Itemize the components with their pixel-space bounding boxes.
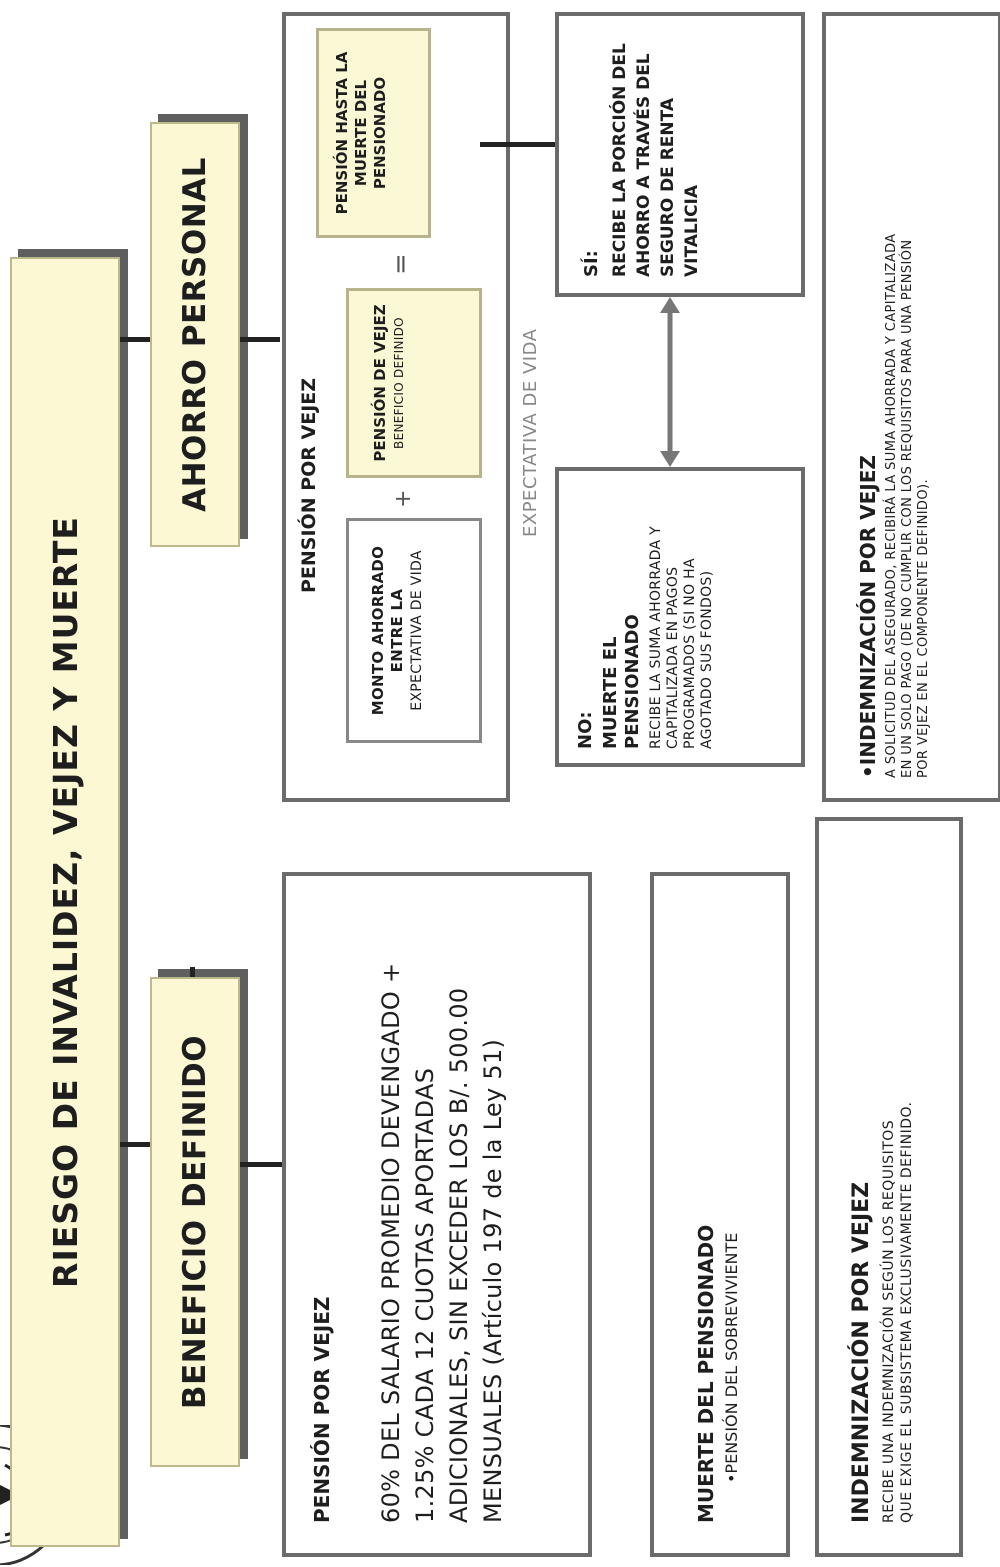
title-banner: RIESGO DE INVALIDEZ, VEJEZ Y MUERTE	[10, 257, 120, 1547]
left-pension-title: PENSIÓN POR VEJEZ	[310, 1296, 334, 1523]
heading-ahorro-personal: AHORRO PERSONAL	[150, 122, 240, 547]
left-pension-body: 60% DEL SALARIO PROMEDIO DEVENGADO + 1.2…	[377, 962, 507, 1523]
pension-de-vejez-sub: BENEFICIO DEFINIDO	[392, 317, 406, 449]
left-muerte-item: •PENSIÓN DEL SOBREVIVIENTE	[722, 1232, 741, 1483]
connector-title-right	[120, 337, 152, 342]
heading-right-text: AHORRO PERSONAL	[177, 157, 213, 512]
plus-sign: +	[391, 489, 416, 508]
heading-beneficio-definido: BENEFICIO DEFINIDO	[150, 977, 240, 1467]
left-muerte-title: MUERTE DEL PENSIONADO	[694, 1224, 718, 1523]
si-label: SÍ:	[581, 250, 602, 277]
no-body: RECIBE LA SUMA AHORRADA Y CAPITALIZADA E…	[648, 526, 715, 749]
pension-hasta-muerte-box: PENSIÓN HASTA LA MUERTE DEL PENSIONADO	[316, 28, 431, 238]
right-indemnizacion-box: •INDEMNIZACIÓN POR VEJEZ A SOLICITUD DEL…	[822, 12, 1000, 802]
monto-ahorrado-box: MONTO AHORRADO ENTRE LA EXPECTATIVA DE V…	[346, 518, 482, 743]
pension-de-vejez-title: PENSIÓN DE VEJEZ	[371, 304, 389, 462]
page-title: RIESGO DE INVALIDEZ, VEJEZ Y MUERTE	[45, 516, 85, 1288]
double-arrow	[660, 297, 680, 467]
expectativa-de-vida-label: EXPECTATIVA DE VIDA	[520, 328, 541, 537]
connector-hasta-si	[480, 142, 555, 147]
connector-right-to-box	[240, 337, 280, 342]
no-title: MUERTE EL PENSIONADO	[600, 614, 643, 749]
right-indemnizacion-body: A SOLICITUD DEL ASEGURADO, RECIBIRÁ LA S…	[884, 233, 931, 778]
no-label: NO:	[575, 711, 596, 749]
pension-de-vejez-box: PENSIÓN DE VEJEZ BENEFICIO DEFINIDO	[346, 288, 482, 478]
connector-left-to-box	[240, 1162, 285, 1167]
heading-left-text: BENEFICIO DEFINIDO	[177, 1034, 213, 1410]
connector-left-heading	[190, 967, 195, 977]
pension-hasta-muerte-text: PENSIÓN HASTA LA MUERTE DEL PENSIONADO	[333, 51, 389, 215]
connector-title-left	[120, 1142, 152, 1147]
equals-sign: =	[386, 253, 416, 275]
right-indemnizacion-title: •INDEMNIZACIÓN POR VEJEZ	[856, 455, 880, 778]
no-box: NO: MUERTE EL PENSIONADO RECIBE LA SUMA …	[555, 467, 805, 767]
right-pension-title: PENSIÓN POR VEJEZ	[298, 377, 320, 593]
si-body: RECIBE LA PORCIÓN DEL AHORRO A TRAVÉS DE…	[610, 43, 702, 277]
left-indemnizacion-box: INDEMNIZACIÓN POR VEJEZ RECIBE UNA INDEM…	[815, 817, 963, 1557]
left-muerte-box: MUERTE DEL PENSIONADO •PENSIÓN DEL SOBRE…	[650, 872, 790, 1557]
monto-sub: EXPECTATIVA DE VIDA	[409, 550, 425, 711]
left-indemnizacion-title: INDEMNIZACIÓN POR VEJEZ	[849, 1181, 874, 1523]
right-pension-vejez-box: PENSIÓN POR VEJEZ MONTO AHORRADO ENTRE L…	[282, 12, 510, 802]
left-indemnizacion-body: RECIBE UNA INDEMNIZACIÓN SEGÚN LOS REQUI…	[881, 1101, 915, 1523]
monto-title: MONTO AHORRADO ENTRE LA	[369, 545, 406, 716]
si-box: SÍ: RECIBE LA PORCIÓN DEL AHORRO A TRAVÉ…	[555, 12, 805, 297]
left-pension-vejez-box: PENSIÓN POR VEJEZ 60% DEL SALARIO PROMED…	[282, 872, 592, 1557]
